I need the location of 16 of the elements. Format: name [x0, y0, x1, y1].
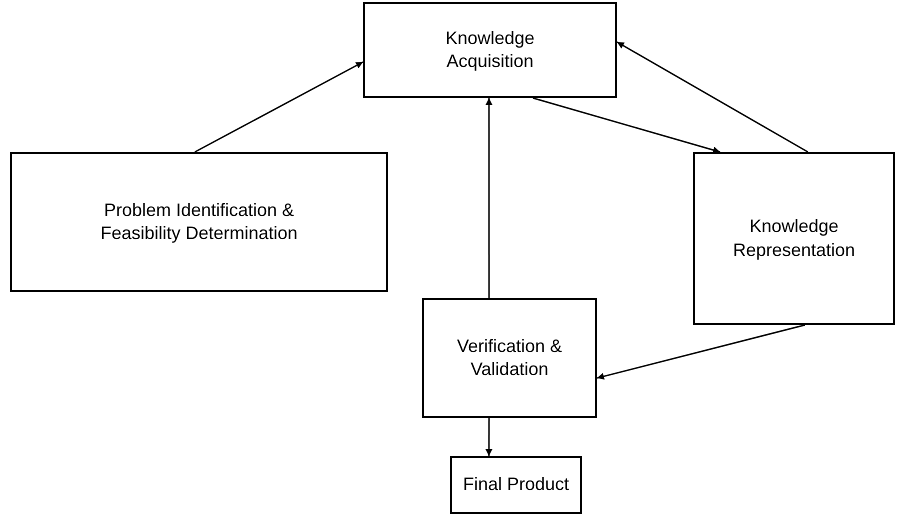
process-box	[450, 456, 582, 514]
box-label: Knowledge Representation	[732, 215, 856, 262]
box-label: Problem Identification & Feasibility Determination	[99, 198, 299, 245]
process-box	[363, 2, 617, 98]
process-box	[693, 152, 895, 325]
box-label: Knowledge Acquisition	[444, 26, 536, 73]
arrow	[485, 418, 492, 456]
arrow	[616, 41, 808, 153]
arrow	[596, 324, 806, 380]
arrow	[532, 97, 720, 154]
arrow	[194, 61, 364, 153]
box-label: Verification & Validation	[456, 334, 564, 381]
box-label: Final Product	[462, 473, 570, 496]
process-box	[10, 152, 388, 292]
process-box	[422, 298, 597, 418]
arrow	[485, 98, 492, 298]
